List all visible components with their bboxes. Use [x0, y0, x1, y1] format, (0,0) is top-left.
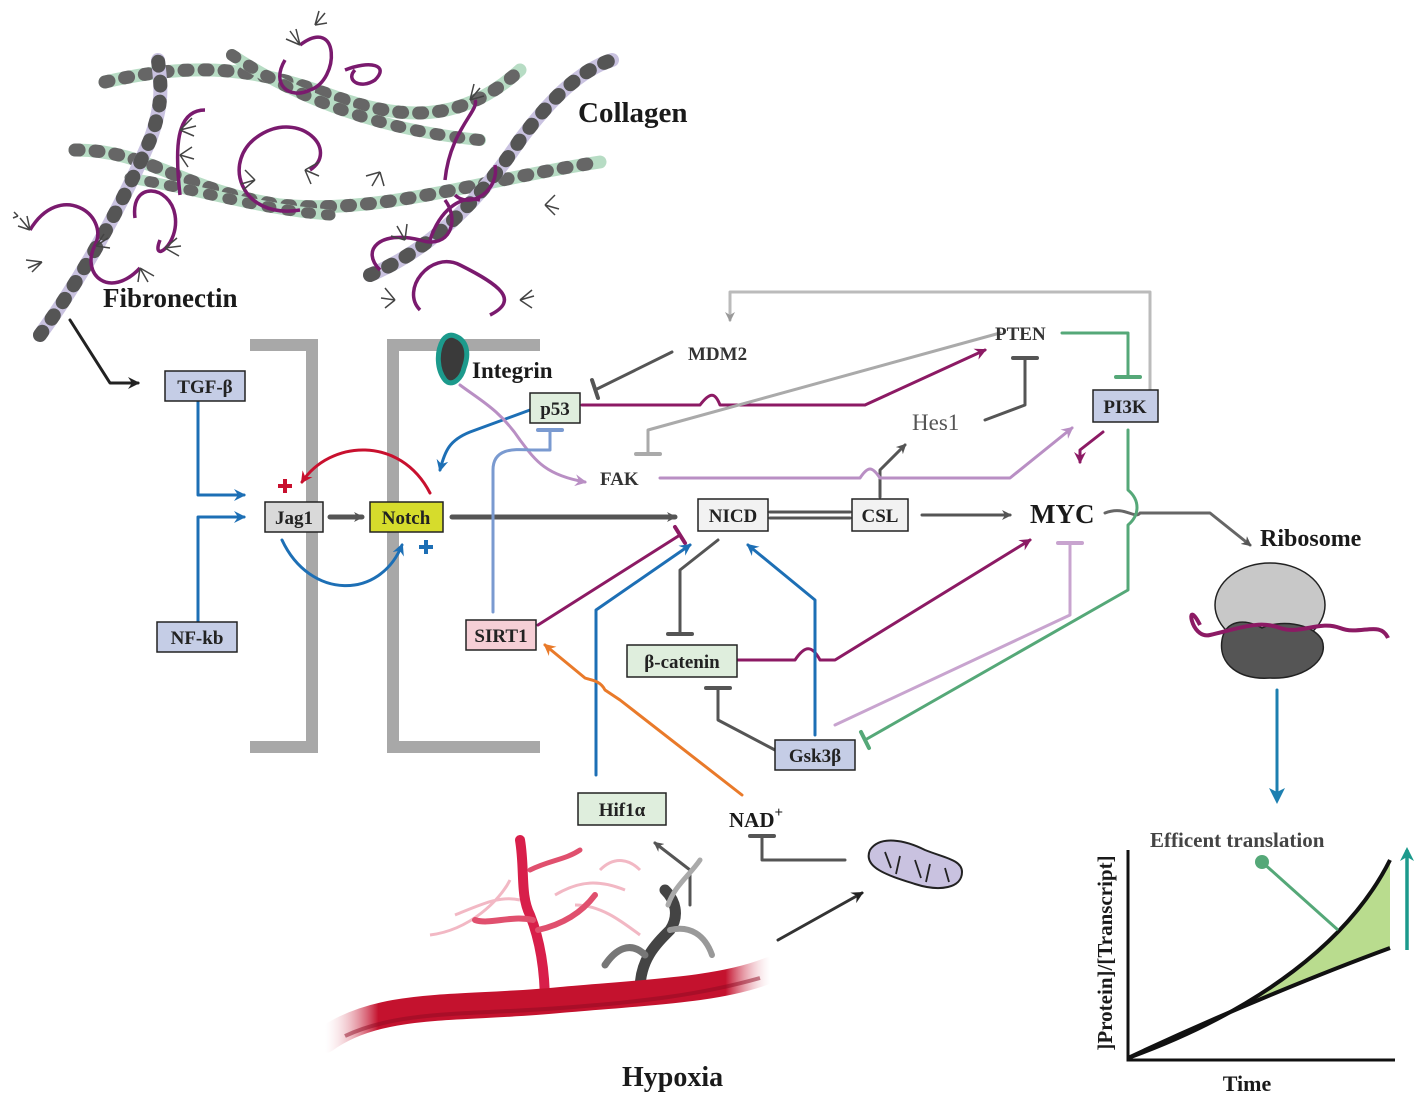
- pathway-arrows: [68, 290, 1285, 942]
- inhibit-gsk3b-bcatenin: [716, 688, 777, 752]
- node-csl-label: CSL: [862, 506, 899, 527]
- arrow-integrin-fak: [458, 383, 587, 487]
- membrane-left: [250, 339, 318, 753]
- chart-xlabel: Time: [1223, 1071, 1272, 1096]
- arrow-jag1-notch-blue: [280, 538, 404, 588]
- callout-line: [1260, 860, 1340, 932]
- node-bcatenin: β-catenin: [626, 644, 738, 678]
- ribosome-icon: [1189, 562, 1390, 679]
- node-notch-label: Notch: [382, 508, 431, 529]
- arrow-p53-pten: [580, 348, 987, 407]
- extracellular-matrix: [12, 10, 619, 342]
- node-bcatenin-label: β-catenin: [644, 652, 720, 673]
- node-pi3k-label: PI3K: [1103, 397, 1147, 418]
- node-nicd: NICD: [697, 498, 769, 532]
- inhibit-pten-fak: [646, 331, 1002, 454]
- plus-icon-red: [278, 479, 292, 493]
- node-nicd-label: NICD: [709, 506, 758, 527]
- fibronectin-glycans: [12, 10, 560, 309]
- callout-dot: [1255, 855, 1269, 869]
- arrow-p53-notch: [436, 408, 532, 472]
- inhibit-mito-nad: [760, 836, 847, 862]
- node-p53: p53: [529, 392, 581, 424]
- arrow-pi3k-mdm2: [725, 290, 1152, 392]
- arrow-notch-jag1: [300, 448, 432, 495]
- pten-label: PTEN: [995, 324, 1046, 345]
- chart-axes: [1126, 850, 1395, 1062]
- mdm2-label: MDM2: [688, 344, 747, 365]
- lower-curve: [1127, 946, 1391, 1060]
- arrow-csl-hes1: [878, 443, 907, 499]
- node-hif1a: Hif1α: [577, 792, 667, 826]
- nad-label: NAD+: [729, 805, 783, 832]
- node-jag1-label: Jag1: [275, 508, 313, 529]
- blood-vessel-icon: [312, 835, 783, 1053]
- fibronectin-label: Fibronectin: [103, 283, 238, 313]
- node-gsk3b-label: Gsk3β: [789, 746, 841, 767]
- arrow-fak-pi3k: [658, 426, 1074, 480]
- node-nfkb-label: NF-kb: [171, 628, 224, 649]
- node-notch: Notch: [369, 501, 444, 533]
- nad-superscript: +: [775, 805, 784, 821]
- arrow-tgfb-jag1: [196, 400, 246, 501]
- node-tgfb-label: TGF-β: [177, 377, 232, 398]
- nad-text: NAD: [729, 808, 775, 832]
- translation-chart: Efficent translation Time ]Protein]/[Tra…: [1093, 828, 1414, 1096]
- inhibit-sirt1-nicd: [536, 533, 682, 627]
- membrane-right: [387, 339, 540, 753]
- collagen-fiber-lilac: [33, 53, 619, 342]
- arrow-hif1a-nicd: [594, 543, 692, 777]
- fibronectin-strands: [28, 35, 507, 317]
- inhibit-pten-pi3k: [1060, 331, 1130, 377]
- ribosome-label: Ribosome: [1260, 526, 1362, 552]
- node-gsk3b: Gsk3β: [774, 739, 856, 771]
- plus-icon-blue: [419, 540, 433, 554]
- link-nicd-csl: [768, 510, 852, 520]
- hes1-label: Hes1: [912, 410, 959, 435]
- node-p53-label: p53: [540, 399, 570, 420]
- chart-ylabel: ]Protein]/[Transcript]: [1093, 855, 1117, 1050]
- hypoxia-label: Hypoxia: [622, 1062, 723, 1093]
- node-sirt1: SIRT1: [465, 619, 537, 651]
- upper-curve: [1127, 859, 1392, 1060]
- node-pi3k: PI3K: [1092, 389, 1159, 423]
- inhibit-gsk3b-myc: [833, 543, 1072, 727]
- arrow-fibronectin-tgfb: [68, 318, 140, 389]
- collagen-label: Collagen: [578, 97, 688, 129]
- node-csl: CSL: [851, 498, 909, 532]
- integrin-label: Integrin: [472, 358, 553, 383]
- mitochondrion-icon: [867, 839, 964, 889]
- fak-label: FAK: [600, 469, 639, 490]
- plus-signs: [278, 479, 433, 554]
- inhibit-pi3k-gsk3b: [863, 428, 1139, 742]
- efficiency-area: [1128, 860, 1390, 1058]
- node-sirt1-label: SIRT1: [474, 626, 527, 647]
- inhibit-mdm2-p53: [593, 350, 674, 392]
- integrin-receptor: [435, 332, 470, 386]
- myc-label: MYC: [1030, 499, 1094, 529]
- cell-membranes: [250, 339, 540, 753]
- inhibit-hes1-pten: [983, 358, 1027, 422]
- chart-title: Efficent translation: [1150, 828, 1325, 852]
- arrow-gsk3b-nicd: [746, 543, 817, 737]
- arrow-myc-ribosome: [1103, 509, 1252, 547]
- node-tgfb: TGF-β: [164, 370, 246, 402]
- arrow-nad-sirt1: [543, 643, 744, 797]
- arrow-hypoxia-mito: [776, 891, 864, 942]
- node-jag1: Jag1: [264, 501, 324, 533]
- arrow-nfkb-jag1: [196, 511, 246, 624]
- node-hif1a-label: Hif1α: [599, 800, 646, 821]
- arrow-bcatenin-myc: [736, 538, 1032, 662]
- inhibit-sirt1-p53: [491, 430, 552, 614]
- node-nfkb: NF-kb: [156, 621, 238, 653]
- arrow-pi3k-myc: [1074, 430, 1105, 464]
- node-boxes: TGF-β NF-kb Jag1 Notch p53 NICD CSL PI3: [156, 370, 1159, 826]
- inhibit-nicd-bcatenin: [678, 538, 720, 634]
